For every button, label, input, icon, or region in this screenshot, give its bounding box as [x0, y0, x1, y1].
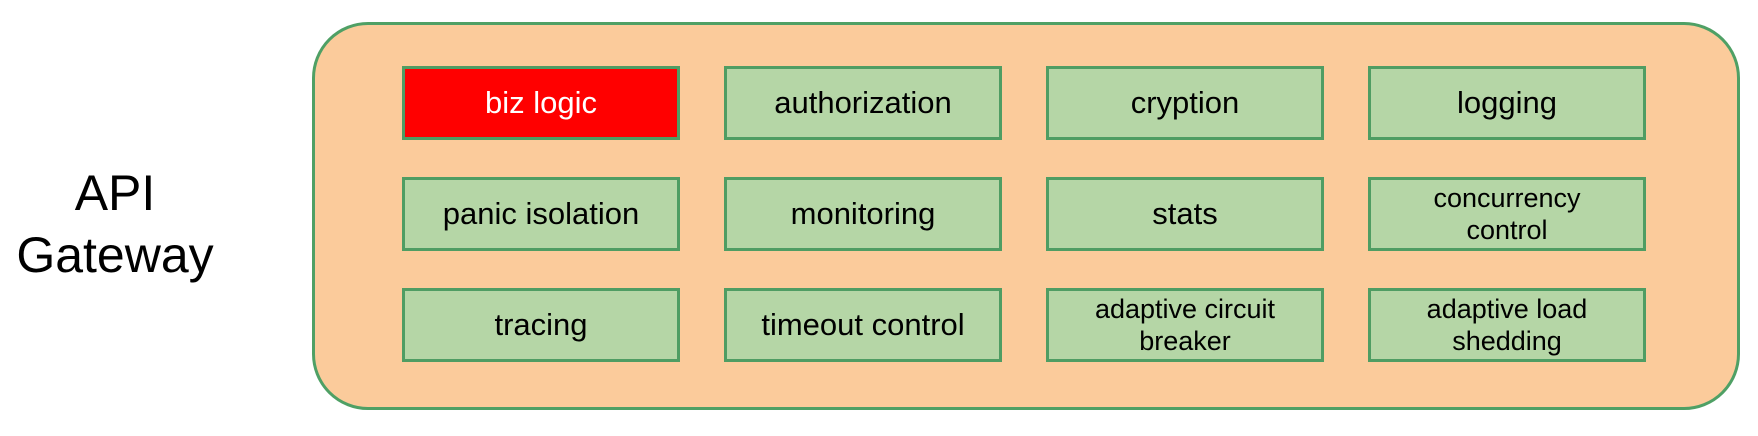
box-label: logging: [1457, 85, 1557, 120]
box-label: concurrency control: [1433, 182, 1581, 245]
box-timeout-control: timeout control: [724, 288, 1002, 362]
box-logging: logging: [1368, 66, 1646, 140]
box-label: adaptive circuit breaker: [1094, 293, 1276, 356]
box-monitoring: monitoring: [724, 177, 1002, 251]
box-adaptive-load-shedding: adaptive load shedding: [1368, 288, 1646, 362]
box-cryption: cryption: [1046, 66, 1324, 140]
box-label: stats: [1152, 196, 1218, 231]
box-label: monitoring: [790, 196, 936, 231]
box-authorization: authorization: [724, 66, 1002, 140]
api-gateway-label-line2: Gateway: [16, 227, 214, 283]
box-panic-isolation: panic isolation: [402, 177, 680, 251]
api-gateway-label: API Gateway: [5, 162, 225, 286]
box-stats: stats: [1046, 177, 1324, 251]
box-label: cryption: [1130, 85, 1240, 120]
box-adaptive-circuit-breaker: adaptive circuit breaker: [1046, 288, 1324, 362]
box-label: biz logic: [485, 85, 597, 120]
box-label: panic isolation: [442, 196, 640, 231]
box-concurrency-control: concurrency control: [1368, 177, 1646, 251]
feature-grid: biz logic authorization cryption logging…: [402, 66, 1646, 362]
box-label: tracing: [494, 307, 588, 342]
box-label: timeout control: [761, 307, 965, 342]
box-label: adaptive load shedding: [1426, 293, 1588, 356]
box-tracing: tracing: [402, 288, 680, 362]
gateway-container-shape: biz logic authorization cryption logging…: [312, 22, 1740, 410]
box-label: authorization: [774, 85, 952, 120]
box-biz-logic: biz logic: [402, 66, 680, 140]
api-gateway-label-line1: API: [74, 165, 156, 221]
